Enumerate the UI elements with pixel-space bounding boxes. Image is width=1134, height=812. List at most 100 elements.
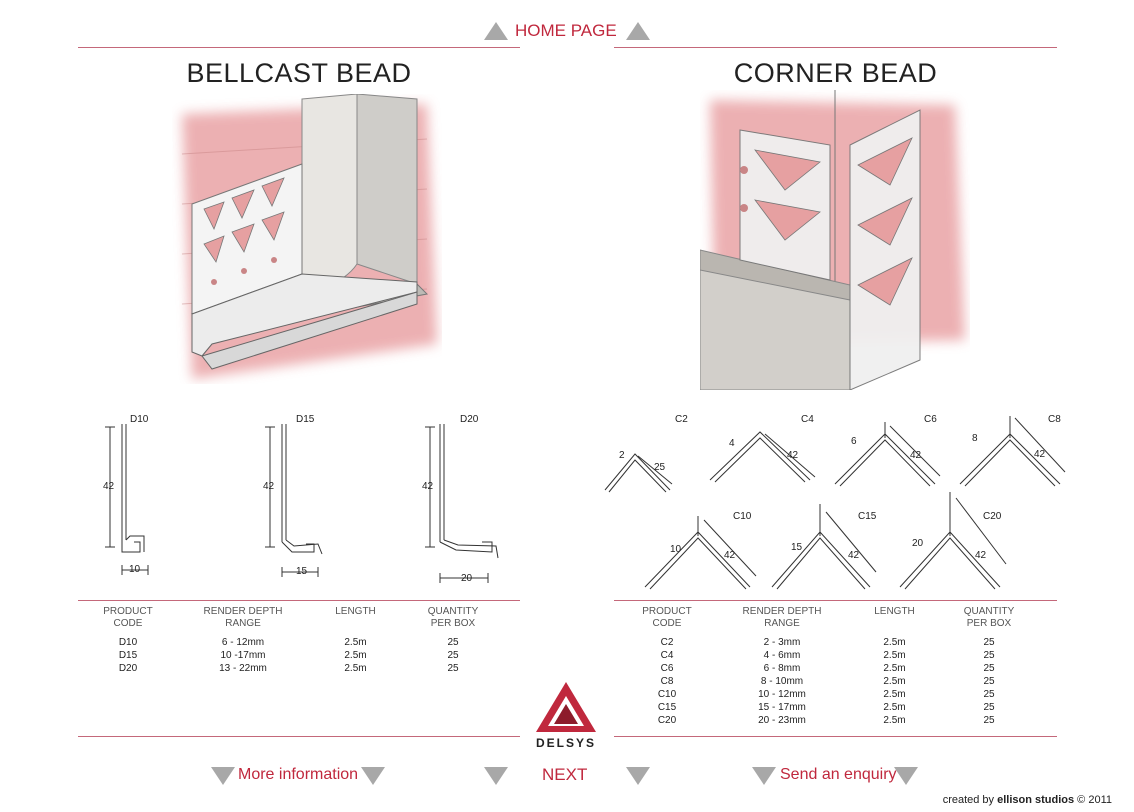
table-cell: 20 - 23mm [758,715,806,726]
bellcast-profiles-diagram [105,424,499,583]
table-cell: D10 [118,637,138,648]
enquiry-arrow-left-icon[interactable] [752,767,776,785]
profile-nose-c2: 2 [619,450,625,461]
table-cell: 25 [983,676,995,687]
credit-prefix: created by [942,794,998,806]
table-rule-right [614,600,1057,601]
profile-leg-c2: 25 [654,462,666,473]
profile-code-c2: C2 [675,414,688,425]
bottom-rule-right [614,736,1057,737]
table-cell: 2.5m [883,702,906,713]
profile-width-d20: 20 [461,573,473,584]
profile-nose-c10: 10 [670,544,682,555]
table-cell: 25 [983,663,995,674]
profile-code-c6: C6 [924,414,937,425]
profile-leg-c20: 42 [975,550,987,561]
enquiry-arrow-right-icon[interactable] [894,767,918,785]
corner-profiles-diagram [604,416,1066,590]
profile-code-c10: C10 [733,511,752,522]
table-rule-left [78,600,520,601]
table-cell: C4 [660,650,674,661]
table-cell: 6 - 12mm [221,637,265,648]
profile-nose-c20: 20 [912,538,924,549]
table-cell: C6 [660,663,674,674]
home-arrow-right-icon[interactable] [626,22,650,40]
top-rule-left [78,47,520,48]
table-cell: C15 [657,702,677,713]
table-cell: 25 [983,702,995,713]
table-cell: 2.5m [883,637,906,648]
table-cell: 2.5m [883,676,906,687]
profile-leg-c6: 42 [910,450,922,461]
table-cell: 8 - 10mm [760,676,804,687]
profile-nose-c8: 8 [972,433,978,444]
table-cell: C8 [660,676,674,687]
table-cell: 25 [983,715,995,726]
corner-bead-illustration [700,90,965,390]
table-cell: 2.5m [883,650,906,661]
header-length: LENGTH [335,606,376,617]
header-quantity: QUANTITY PER BOX [963,606,1015,629]
credit-studio: ellison studios [997,794,1075,806]
profile-code-c8: C8 [1048,414,1061,425]
profile-code-c15: C15 [858,511,877,522]
profile-code-d10: D10 [130,414,149,425]
header-quantity: QUANTITY PER BOX [427,606,479,629]
delsys-logo-text: DELSYS [535,736,596,750]
table-cell: 10 -17mm [220,650,266,661]
delsys-logo-icon [536,682,596,732]
top-rule-right [614,47,1057,48]
home-arrow-left-icon[interactable] [484,22,508,40]
profile-leg-c4: 42 [787,450,799,461]
profile-leg-c15: 42 [848,550,860,561]
credit-line: created by ellison studios © 2011 [943,794,1112,806]
table-cell: 2 - 3mm [763,637,801,648]
table-cell: 2.5m [883,689,906,700]
next-arrow-left-icon[interactable] [484,767,508,785]
table-cell: 2.5m [344,650,367,661]
profile-nose-c15: 15 [791,542,803,553]
table-cell: 25 [983,637,995,648]
table-cell: D20 [118,663,138,674]
table-cell: 25 [983,689,995,700]
bellcast-spec-table: PRODUCT CODE RENDER DEPTH RANGE LENGTH Q… [78,606,520,686]
bottom-rule-left [78,736,520,737]
header-render-depth: RENDER DEPTH RANGE [203,606,283,629]
table-cell: 25 [447,663,459,674]
table-cell: 25 [983,650,995,661]
credit-suffix: © 2011 [1074,794,1112,806]
table-cell: C20 [657,715,677,726]
header-product-code: PRODUCT CODE [642,606,692,629]
header-render-depth: RENDER DEPTH RANGE [742,606,822,629]
profile-code-c4: C4 [801,414,814,425]
next-arrow-right-icon[interactable] [626,767,650,785]
table-cell: 2.5m [883,715,906,726]
more-info-arrow-left-icon[interactable] [211,767,235,785]
profile-width-d10: 10 [129,564,141,575]
profile-width-d15: 15 [296,566,308,577]
header-length: LENGTH [874,606,915,617]
profile-leg-c10: 42 [724,550,736,561]
table-cell: D15 [118,650,138,661]
profile-height-d15: 42 [263,481,275,492]
more-information-link[interactable]: More information [238,766,359,783]
corner-spec-table: PRODUCT CODE RENDER DEPTH RANGE LENGTH Q… [614,606,1057,726]
profile-nose-c4: 4 [729,438,735,449]
table-cell: 4 - 6mm [763,650,801,661]
profile-code-d15: D15 [296,414,315,425]
table-cell: 15 - 17mm [758,702,806,713]
profile-height-d10: 42 [103,481,115,492]
table-cell: 25 [447,637,459,648]
table-cell: 2.5m [344,663,367,674]
send-enquiry-link[interactable]: Send an enquiry [780,766,897,783]
bellcast-bead-title: BELLCAST BEAD [186,58,412,88]
table-cell: C10 [657,689,677,700]
next-link[interactable]: NEXT [542,765,588,784]
table-cell: 6 - 8mm [763,663,801,674]
profile-code-d20: D20 [460,414,479,425]
home-page-link[interactable]: HOME PAGE [515,21,617,40]
more-info-arrow-right-icon[interactable] [361,767,385,785]
header-product-code: PRODUCT CODE [103,606,153,629]
table-cell: 13 - 22mm [219,663,267,674]
table-cell: C2 [660,637,674,648]
